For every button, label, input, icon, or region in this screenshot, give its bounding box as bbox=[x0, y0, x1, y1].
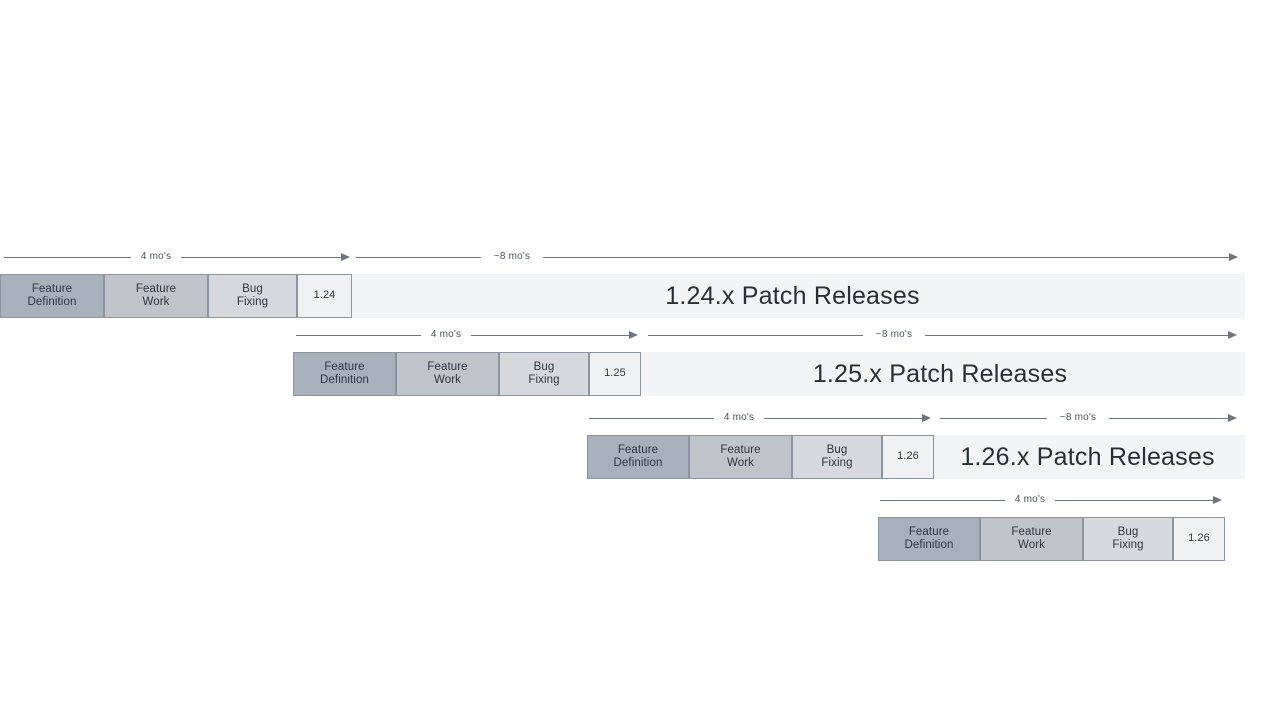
release-row-1-26: 1.26.x Patch Releases 4 mo's ~8 mo's Fea… bbox=[0, 409, 1280, 489]
dev-duration-arrow-1-24: 4 mo's bbox=[4, 248, 352, 268]
phase-version-release[interactable]: 1.25 bbox=[589, 352, 641, 396]
phase-feature-work[interactable]: Feature Work bbox=[104, 274, 208, 318]
dev-duration-label: 4 mo's bbox=[1014, 494, 1046, 505]
patch-release-bar-1-26: 1.26.x Patch Releases bbox=[930, 435, 1245, 479]
phase-version-release[interactable]: 1.26 bbox=[882, 435, 934, 479]
patch-duration-arrow-1-26: ~8 mo's bbox=[940, 409, 1240, 429]
phase-feature-work[interactable]: Feature Work bbox=[689, 435, 792, 479]
phase-bug-fixing[interactable]: Bug Fixing bbox=[792, 435, 882, 479]
patch-release-label: 1.26.x Patch Releases bbox=[960, 442, 1215, 471]
patch-release-label: 1.25.x Patch Releases bbox=[812, 359, 1068, 388]
dev-duration-label: 4 mo's bbox=[140, 251, 172, 262]
patch-duration-arrow-1-24: ~8 mo's bbox=[356, 248, 1240, 268]
patch-duration-arrow-1-25: ~8 mo's bbox=[648, 326, 1240, 346]
phase-feature-definition[interactable]: Feature Definition bbox=[587, 435, 689, 479]
patch-release-bar-1-25: 1.25.x Patch Releases bbox=[635, 352, 1245, 396]
phase-sequence-next: Feature Definition Feature Work Bug Fixi… bbox=[878, 517, 1225, 561]
dev-duration-arrow-1-26: 4 mo's bbox=[589, 409, 934, 429]
phase-sequence-1-26: Feature Definition Feature Work Bug Fixi… bbox=[587, 435, 934, 479]
phase-bug-fixing[interactable]: Bug Fixing bbox=[499, 352, 589, 396]
release-row-1-24: 1.24.x Patch Releases 4 mo's ~8 mo's Fea… bbox=[0, 248, 1280, 328]
dev-duration-arrow-1-25: 4 mo's bbox=[296, 326, 641, 346]
patch-duration-label: ~8 mo's bbox=[1059, 412, 1097, 423]
phase-bug-fixing[interactable]: Bug Fixing bbox=[1083, 517, 1173, 561]
release-row-1-25: 1.25.x Patch Releases 4 mo's ~8 mo's Fea… bbox=[0, 326, 1280, 406]
phase-feature-definition[interactable]: Feature Definition bbox=[878, 517, 980, 561]
dev-duration-label: 4 mo's bbox=[723, 412, 755, 423]
phase-feature-definition[interactable]: Feature Definition bbox=[293, 352, 396, 396]
phase-feature-definition[interactable]: Feature Definition bbox=[0, 274, 104, 318]
patch-duration-label: ~8 mo's bbox=[875, 329, 913, 340]
phase-bug-fixing[interactable]: Bug Fixing bbox=[208, 274, 297, 318]
phase-version-release[interactable]: 1.24 bbox=[297, 274, 352, 318]
phase-feature-work[interactable]: Feature Work bbox=[980, 517, 1083, 561]
phase-sequence-1-24: Feature Definition Feature Work Bug Fixi… bbox=[0, 274, 352, 318]
phase-sequence-1-25: Feature Definition Feature Work Bug Fixi… bbox=[293, 352, 641, 396]
dev-duration-label: 4 mo's bbox=[430, 329, 462, 340]
release-row-next: 4 mo's Feature Definition Feature Work B… bbox=[0, 491, 1280, 571]
patch-release-label: 1.24.x Patch Releases bbox=[665, 281, 920, 310]
patch-duration-label: ~8 mo's bbox=[493, 251, 531, 262]
phase-feature-work[interactable]: Feature Work bbox=[396, 352, 499, 396]
patch-release-bar-1-24: 1.24.x Patch Releases bbox=[340, 274, 1245, 318]
phase-version-release[interactable]: 1.26 bbox=[1173, 517, 1225, 561]
dev-duration-arrow-next: 4 mo's bbox=[880, 491, 1225, 511]
